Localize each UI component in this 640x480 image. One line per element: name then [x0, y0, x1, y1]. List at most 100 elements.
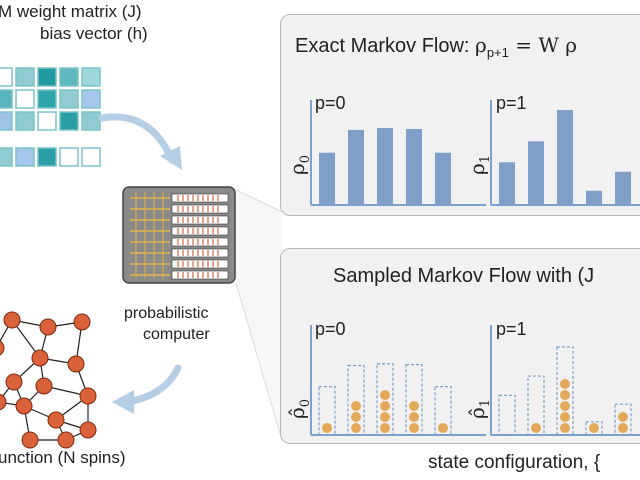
matrix-cell: [0, 67, 13, 87]
spin-node: [0, 340, 5, 356]
spin-node: [79, 421, 97, 439]
matrix-cell: [0, 89, 13, 109]
exact-bar: [557, 110, 573, 205]
chip-row: [171, 270, 229, 280]
sample-dot: [560, 379, 570, 389]
sample-dot: [351, 423, 361, 433]
matrix-cell: [59, 67, 79, 87]
matrix-cell: [59, 111, 79, 131]
exact-title-rho: ρ: [475, 33, 487, 57]
spin-node: [21, 431, 39, 449]
sample-dot: [409, 423, 419, 433]
sample-dot: [560, 423, 570, 433]
spin-node: [35, 377, 53, 395]
spin-node: [31, 349, 49, 367]
matrix-cell: [37, 147, 57, 167]
exact-title-rest: = W ρ: [508, 33, 578, 57]
sample-dot: [380, 401, 390, 411]
sampled-expected-bar: [318, 386, 336, 436]
sample-dot: [351, 412, 361, 422]
matrix-cell: [0, 147, 13, 167]
sampled-expected-bar: [376, 363, 394, 436]
chip-row: [171, 248, 229, 258]
exact-bar: [528, 141, 544, 205]
computer-label-line1: probabilistic: [124, 305, 209, 322]
matrix-cell: [15, 67, 35, 87]
sample-dot: [618, 423, 628, 433]
spin-node: [47, 411, 65, 429]
exact-panel-title: Exact Markov Flow: ρp+1 = W ρ: [295, 33, 577, 60]
exact-chart1-p-label: p=1: [496, 93, 527, 113]
chip-row: [171, 259, 229, 269]
sampled-expected-bar: [585, 421, 603, 436]
sample-dot: [560, 412, 570, 422]
chip-row: [171, 237, 229, 247]
weight-matrix-grid: [0, 67, 101, 167]
connector-shade: [236, 190, 282, 440]
exact-bar: [499, 162, 515, 205]
sample-dot: [322, 423, 332, 433]
matrix-cell: [15, 111, 35, 131]
bias-vector-label: bias vector (h): [40, 24, 148, 43]
exact-chart0-p-label: p=0: [315, 93, 346, 113]
matrix-cell: [15, 89, 35, 109]
spin-node: [57, 431, 75, 449]
matrix-cell: [81, 89, 101, 109]
chip-row: [171, 193, 229, 203]
sample-dot: [409, 412, 419, 422]
sampled-expected-bar: [614, 403, 632, 436]
matrix-cell: [37, 89, 57, 109]
matrix-cell: [59, 89, 79, 109]
arrow-matrix-to-computer-icon: [98, 113, 176, 164]
sample-dot: [618, 412, 628, 422]
spin-graph: [0, 311, 97, 449]
sampled-expected-bar: [434, 386, 452, 436]
arrow-head-1-icon: [160, 146, 182, 170]
spin-node: [73, 313, 91, 331]
chip-row: [171, 226, 229, 236]
chip-row: [171, 204, 229, 214]
matrix-cell: [37, 67, 57, 87]
exact-bar: [615, 171, 631, 205]
sample-dot: [409, 401, 419, 411]
matrix-cell: [37, 111, 57, 131]
sample-dot: [438, 423, 448, 433]
spin-node: [67, 355, 85, 373]
probabilistic-computer-icon: [122, 186, 236, 284]
arrow-head-2-icon: [112, 390, 134, 414]
spin-node: [15, 397, 33, 415]
sample-dot: [560, 401, 570, 411]
sampled-expected-bar: [556, 346, 574, 436]
matrix-cell: [59, 147, 79, 167]
spin-node: [0, 393, 7, 411]
spin-node: [5, 373, 23, 391]
weight-matrix-label: M weight matrix (J): [0, 2, 142, 21]
exact-bar: [348, 129, 364, 205]
matrix-cell: [0, 111, 13, 131]
exact-title-sub: p+1: [486, 45, 509, 60]
sampled-chart1-p-label: p=1: [496, 319, 527, 339]
sampled-chart0-p-label: p=0: [315, 319, 346, 339]
sample-dot: [380, 412, 390, 422]
exact-bar: [435, 152, 451, 205]
chip-row: [171, 215, 229, 225]
sampled-expected-bar: [347, 364, 365, 436]
exact-bar: [406, 129, 422, 205]
sampled-expected-bar: [405, 363, 423, 436]
matrix-cell: [15, 147, 35, 167]
sampled-expected-bar: [498, 394, 516, 436]
sampled-panel-title: Sampled Markov Flow with (J: [333, 265, 595, 287]
exact-bar-charts: [310, 100, 640, 206]
sample-dot: [560, 390, 570, 400]
sampled-bar-charts: [310, 325, 640, 436]
exact-bar: [319, 152, 335, 205]
sample-dot: [380, 390, 390, 400]
matrix-cell: [81, 111, 101, 131]
arrow-computer-to-graph-icon: [124, 364, 182, 406]
computer-label-line2: computer: [143, 326, 210, 343]
spin-node: [3, 311, 21, 329]
sampled-expected-bar: [527, 375, 545, 436]
matrix-cell: [81, 67, 101, 87]
exact-bar: [377, 128, 393, 205]
